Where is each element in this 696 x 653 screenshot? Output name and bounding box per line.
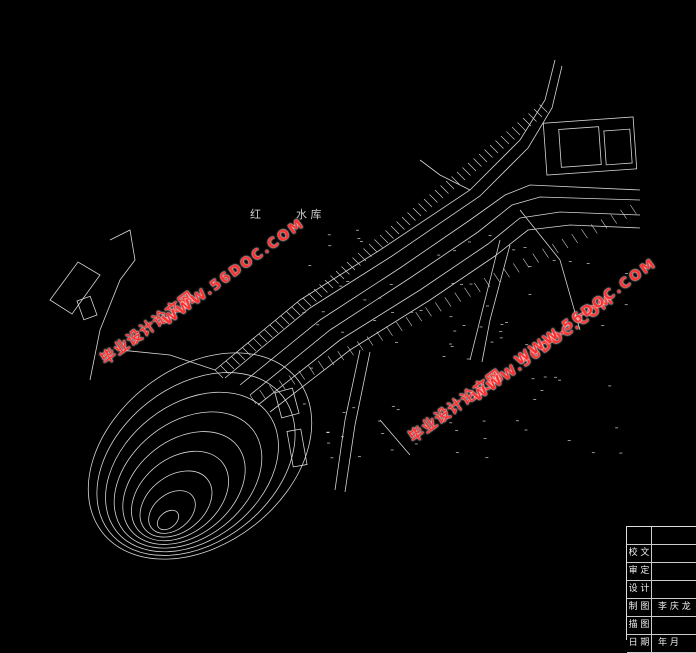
branch-lines — [89, 159, 581, 493]
building-blocks — [49, 116, 638, 468]
title-block-row: 制 图 李 庆 龙 — [627, 599, 696, 617]
title-block-value — [652, 563, 696, 580]
title-block-value — [652, 527, 696, 544]
title-block-value: 年 月 — [658, 638, 679, 648]
title-block-value — [652, 545, 696, 562]
title-block-row: 校 文 — [627, 545, 696, 563]
title-block-value: 李 庆 龙 — [658, 602, 691, 612]
reservoir-label-1: 红 — [250, 208, 261, 221]
title-block: 校 文 审 定 设 计 制 图 李 庆 龙 描 图 日 期 年 月 — [626, 526, 696, 653]
title-block-row: 审 定 — [627, 563, 696, 581]
title-block-row: 日 期 年 月 — [627, 635, 696, 653]
reservoir-label-2: 水 库 — [296, 208, 322, 221]
title-block-row: 描 图 — [627, 617, 696, 635]
terrain-contours — [87, 352, 313, 560]
title-block-row — [627, 527, 696, 545]
title-block-key: 校 文 — [627, 545, 652, 562]
road-hatching — [214, 104, 637, 405]
title-block-key: 设 计 — [627, 581, 652, 598]
title-block-key: 审 定 — [627, 563, 652, 580]
title-block-row: 设 计 — [627, 581, 696, 599]
title-block-key: 描 图 — [627, 617, 652, 634]
title-block-key: 制 图 — [627, 599, 652, 616]
title-block-key: 日 期 — [627, 635, 652, 652]
title-block-key — [627, 527, 652, 544]
survey-points — [302, 229, 628, 459]
title-block-value — [652, 581, 696, 598]
title-block-value — [652, 617, 696, 634]
